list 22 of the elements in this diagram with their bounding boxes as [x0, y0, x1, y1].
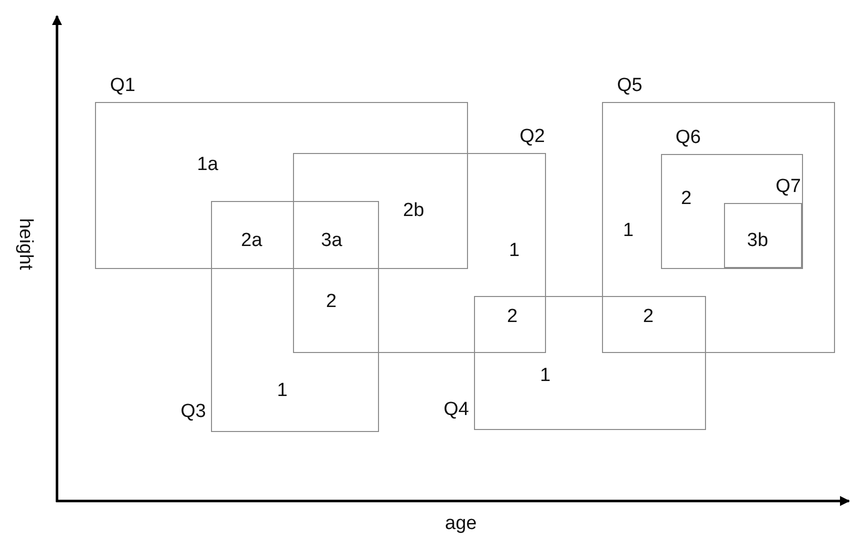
region-number: 1 [509, 241, 520, 260]
region-label: Q3 [180, 402, 206, 421]
region-number: 2 [643, 307, 654, 326]
region-number: 1 [540, 366, 551, 385]
region-label: Q2 [520, 127, 545, 146]
region-number: 2 [681, 189, 692, 208]
region-label: Q6 [676, 128, 701, 146]
region-number: 1 [623, 221, 634, 240]
region-label: Q5 [617, 76, 642, 95]
axis-title: height [16, 218, 35, 270]
region-label: Q7 [776, 177, 801, 196]
region-number: 2b [403, 201, 424, 220]
region-number: 1a [197, 155, 218, 174]
region-number: 3b [747, 231, 768, 250]
region-number: 2a [241, 231, 262, 250]
region-number: 3a [321, 231, 342, 250]
region-number: 2 [507, 307, 518, 326]
region-label: Q1 [110, 76, 136, 95]
region-number: 2 [326, 292, 337, 311]
region-label: Q4 [444, 400, 469, 419]
axis-title: age [445, 514, 477, 533]
region-number: 1 [277, 381, 288, 400]
